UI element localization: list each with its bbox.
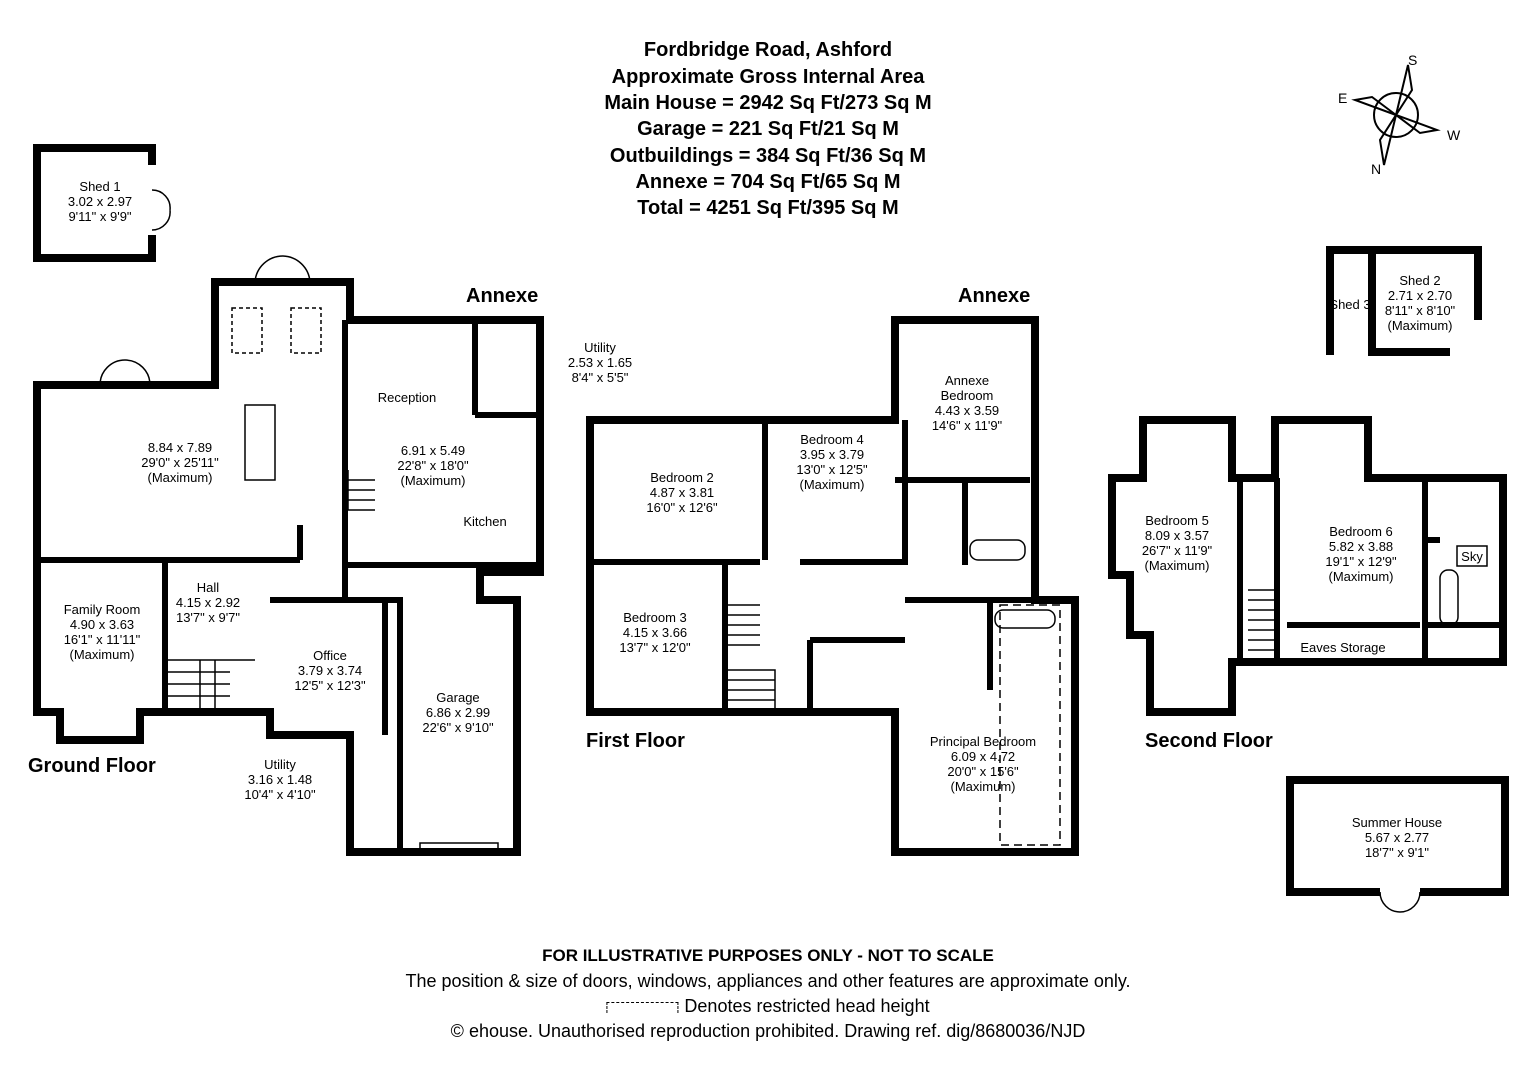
- shed1-walls: [33, 144, 156, 262]
- footer-legend: Denotes restricted head height: [606, 996, 930, 1017]
- second-floor-outer-walls: [1108, 416, 1507, 716]
- second-floor-label: Second Floor: [1145, 730, 1273, 752]
- sky-box: [1456, 545, 1488, 567]
- room-reception-name: Reception: [377, 390, 437, 405]
- room-kitchen: Kitchen: [463, 514, 507, 529]
- annexe-first-label: Annexe: [958, 285, 1031, 307]
- bath-principal: [994, 609, 1056, 629]
- bath-second: [1439, 569, 1459, 626]
- ground-floor-outer-walls: [33, 278, 544, 856]
- compass-icon: [1351, 64, 1441, 166]
- first-floor-stairs: [725, 604, 776, 712]
- bath-annexe: [969, 539, 1026, 561]
- header-garage: Garage = 221 Sq Ft/21 Sq M: [637, 118, 899, 140]
- header-outbuildings: Outbuildings = 384 Sq Ft/36 Sq M: [609, 145, 927, 167]
- compass-north: N: [1371, 161, 1382, 177]
- footer-disclaimer: FOR ILLUSTRATIVE PURPOSES ONLY - NOT TO …: [542, 946, 994, 965]
- room-shed3: Shed 3: [1329, 297, 1371, 312]
- ground-floor-label: Ground Floor: [28, 755, 156, 777]
- restricted-head-height-icon: [606, 1001, 679, 1013]
- header-total: Total = 4251 Sq Ft/395 Sq M: [637, 197, 899, 219]
- footer-note: The position & size of doors, windows, a…: [405, 971, 1131, 991]
- second-floor-stairs: [1248, 589, 1275, 651]
- header-title: Fordbridge Road, Ashford: [643, 39, 893, 61]
- compass-south: S: [1408, 52, 1418, 68]
- annexe-ground-label: Annexe: [466, 285, 539, 307]
- room-eaves-storage: Eaves Storage: [1300, 640, 1386, 655]
- garage-door: [419, 842, 499, 856]
- skylight-1: [231, 307, 263, 354]
- compass-east: E: [1338, 90, 1348, 106]
- ground-floor-inner-walls: [37, 320, 540, 852]
- skylight-2: [290, 307, 322, 354]
- restricted-head-height: [999, 604, 1061, 846]
- ground-stairs: [165, 470, 375, 712]
- kitchen-island: [244, 404, 276, 481]
- compass-west: W: [1447, 127, 1461, 143]
- summer-house-walls: [1286, 776, 1509, 896]
- second-floor-inner-walls: [1237, 478, 1503, 662]
- first-floor-label: First Floor: [586, 730, 685, 752]
- door-swings: [99, 189, 1421, 913]
- header-subtitle: Approximate Gross Internal Area: [611, 66, 925, 88]
- header-annexe: Annexe = 704 Sq Ft/65 Sq M: [635, 171, 901, 193]
- label-sky: Sky: [1461, 549, 1483, 564]
- footer-copyright: © ehouse. Unauthorised reproduction proh…: [450, 1021, 1086, 1041]
- shed2-shed3-walls: [1326, 246, 1482, 356]
- header-main-house: Main House = 2942 Sq Ft/273 Sq M: [604, 92, 932, 114]
- first-floor-inner-walls: [590, 420, 1075, 712]
